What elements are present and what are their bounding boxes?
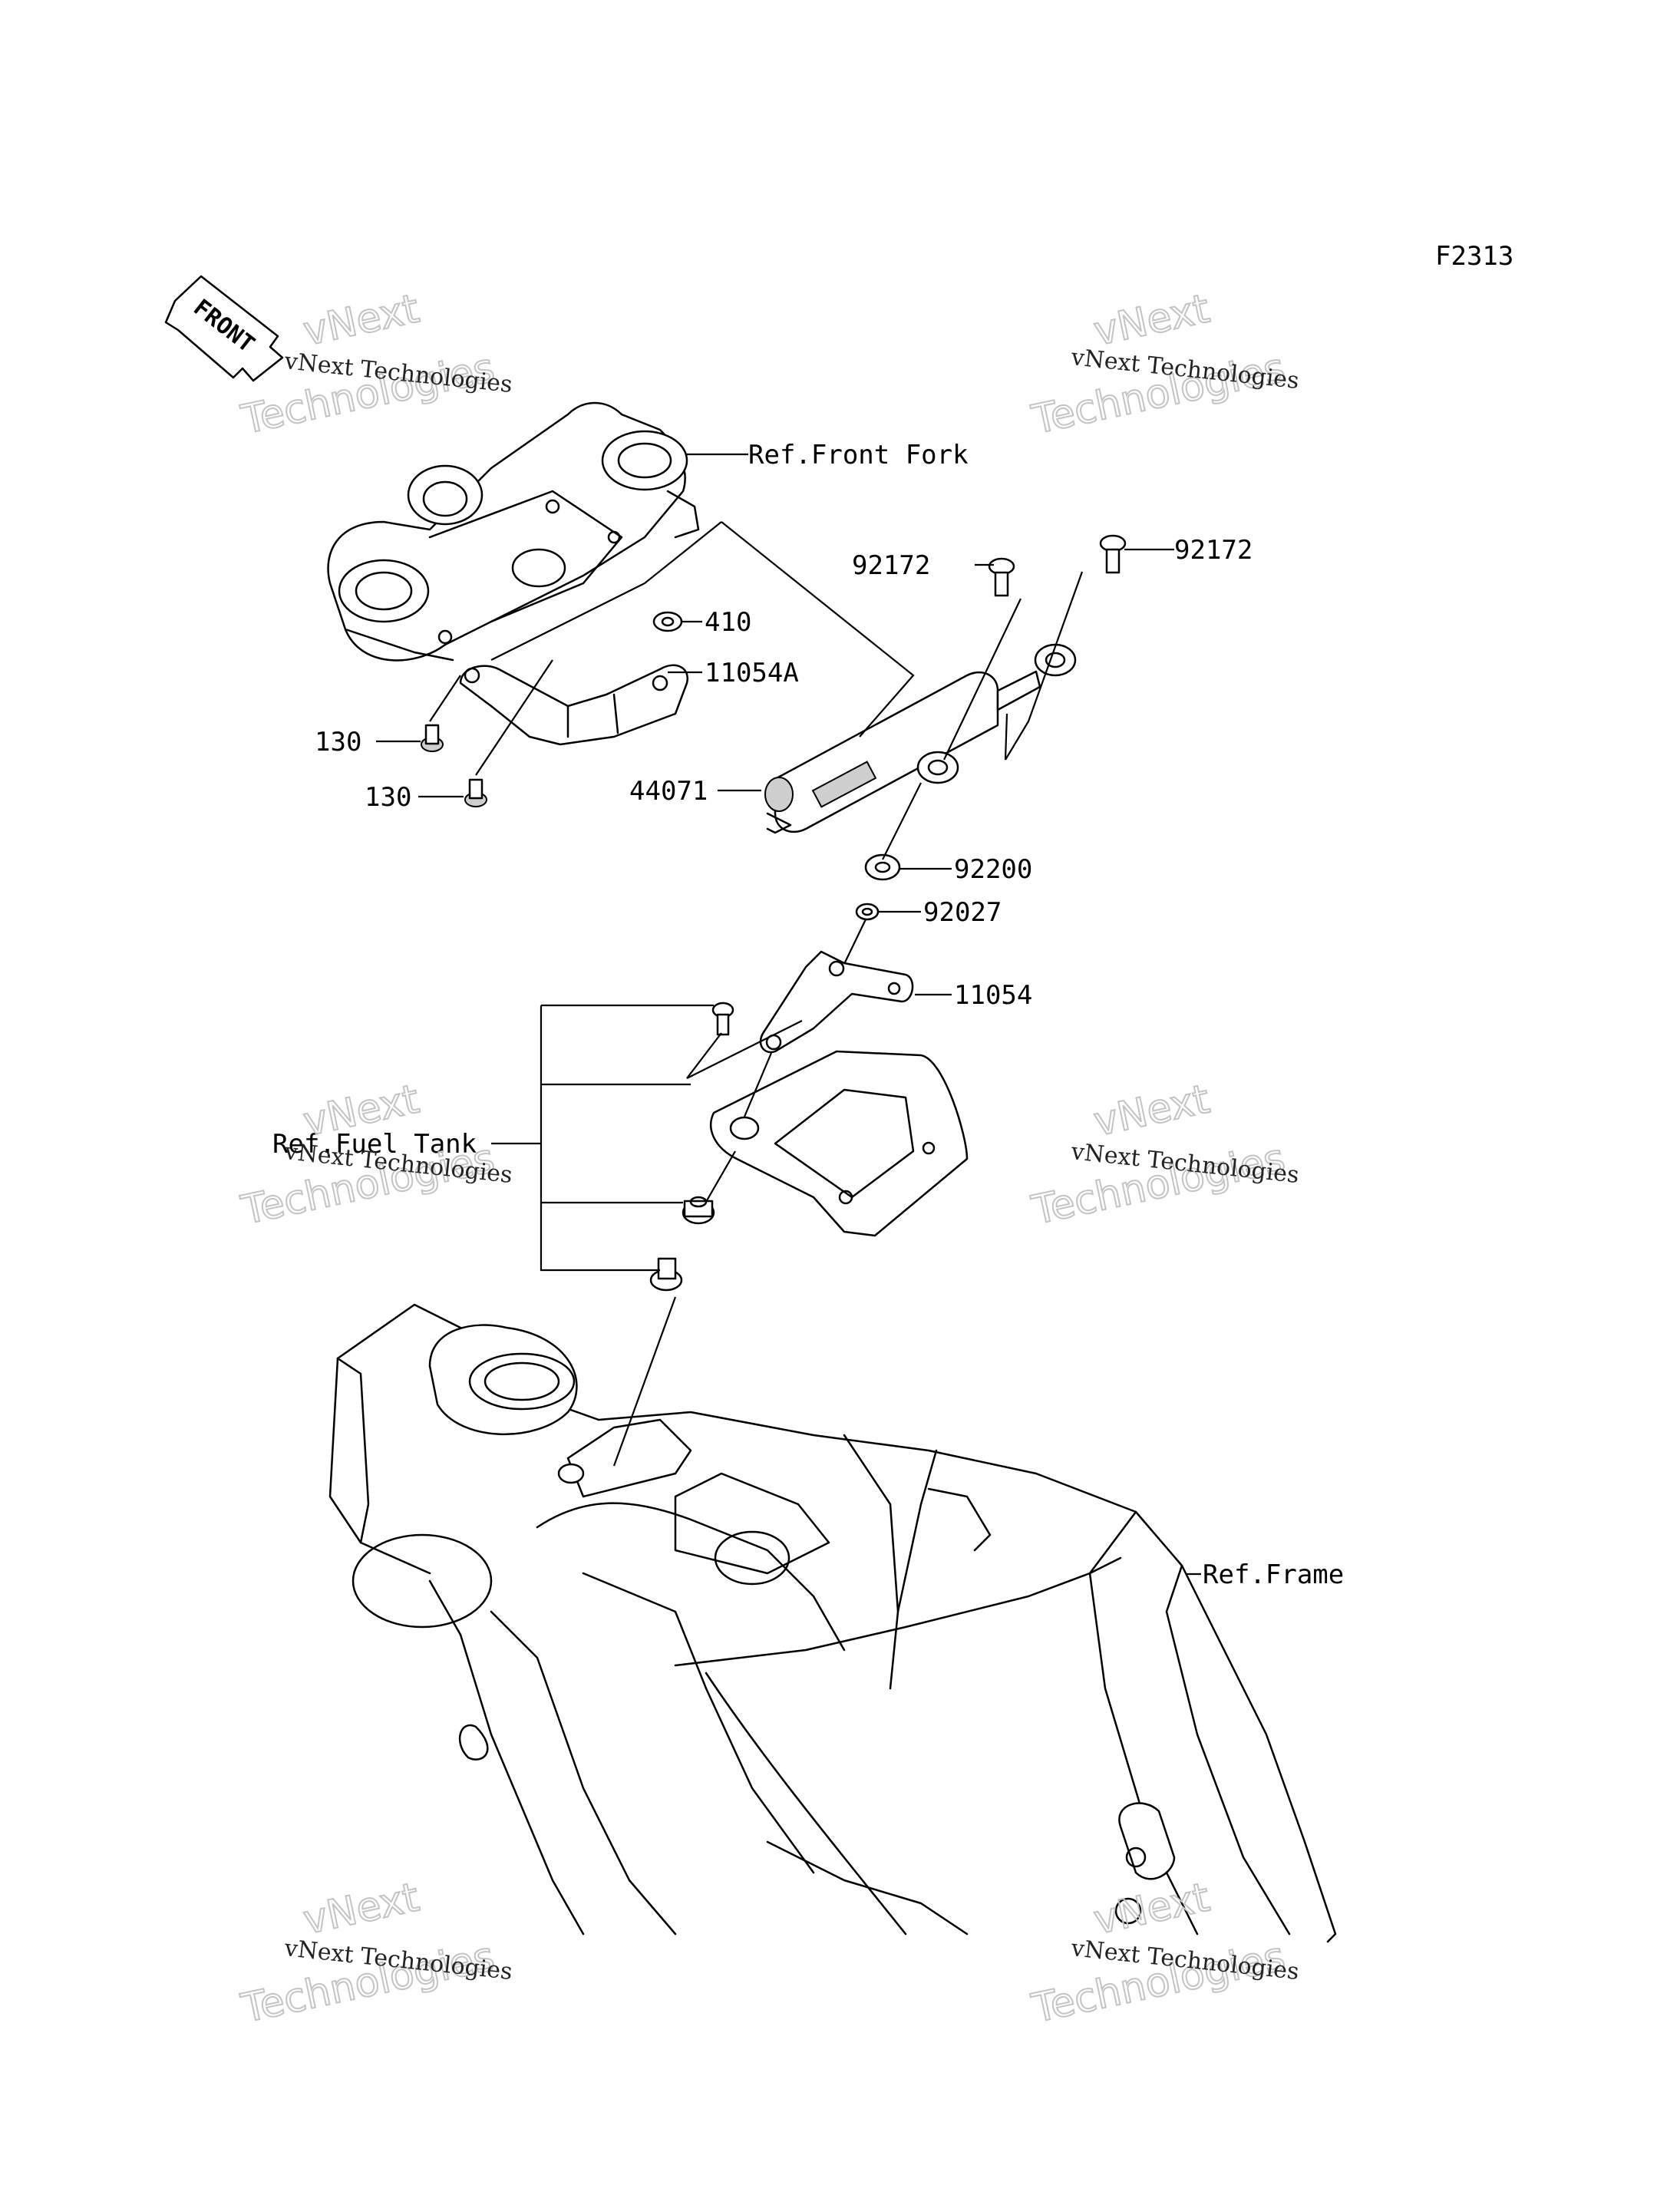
grommet-drawing xyxy=(682,1196,715,1225)
frame-drawing xyxy=(328,1303,1337,1943)
bolt-92172-right-drawing xyxy=(1099,534,1127,574)
collar-drawing xyxy=(649,1257,683,1292)
ref-fuel-tank-label: Ref.Fuel Tank xyxy=(272,1129,477,1160)
part-44071-label: 44071 xyxy=(629,776,708,807)
svg-text:vNext: vNext xyxy=(1090,1076,1213,1145)
part-410-label: 410 xyxy=(705,607,751,638)
watermark-bottom-right: vNext Technologies vNext Technologies xyxy=(1027,1873,1300,2032)
watermark-bottom-left: vNext Technologies vNext Technologies xyxy=(236,1873,513,2032)
leader-lines xyxy=(376,453,1201,1576)
washer-410-drawing xyxy=(652,611,683,632)
ref-frame-label: Ref.Frame xyxy=(1203,1559,1344,1590)
steering-damper-drawing xyxy=(764,643,1077,834)
part-11054a-label: 11054A xyxy=(705,658,799,688)
ref-front-fork-label: Ref.Front Fork xyxy=(748,440,969,470)
bolt-130-b-drawing xyxy=(464,778,487,807)
part-92200-label: 92200 xyxy=(954,854,1032,885)
nut-92027-drawing xyxy=(855,903,880,921)
part-92027-label: 92027 xyxy=(923,897,1002,928)
bolt-92172-left-drawing xyxy=(988,557,1015,597)
part-130-b-label: 130 xyxy=(365,782,411,813)
bracket-11054a-drawing xyxy=(459,664,689,746)
bolt-130-a-drawing xyxy=(421,724,444,752)
front-arrow-icon: FRONT xyxy=(164,275,284,382)
washer-92200-drawing xyxy=(864,853,901,881)
screw-drawing xyxy=(711,1002,734,1036)
triple-clamp-drawing xyxy=(327,401,700,662)
part-92172-left-label: 92172 xyxy=(852,550,930,581)
part-92172-right-label: 92172 xyxy=(1174,535,1253,566)
watermark-top-right: vNext Technologies vNext Technologies xyxy=(1027,285,1300,444)
figure-code: F2313 xyxy=(1435,241,1513,272)
fuel-tank-plate-drawing xyxy=(710,1050,969,1237)
svg-text:vNext: vNext xyxy=(1090,285,1213,355)
part-11054-label: 11054 xyxy=(954,980,1032,1011)
svg-text:vNext: vNext xyxy=(299,285,423,355)
watermark-mid-right: vNext Technologies vNext Technologies xyxy=(1027,1075,1300,1234)
bracket-11054-drawing xyxy=(759,950,914,1054)
svg-text:vNext: vNext xyxy=(299,1874,423,1943)
part-130-a-label: 130 xyxy=(315,727,361,757)
svg-text:vNext: vNext xyxy=(1090,1874,1213,1943)
watermark-top-left: vNext Technologies vNext Technologies xyxy=(236,285,513,444)
